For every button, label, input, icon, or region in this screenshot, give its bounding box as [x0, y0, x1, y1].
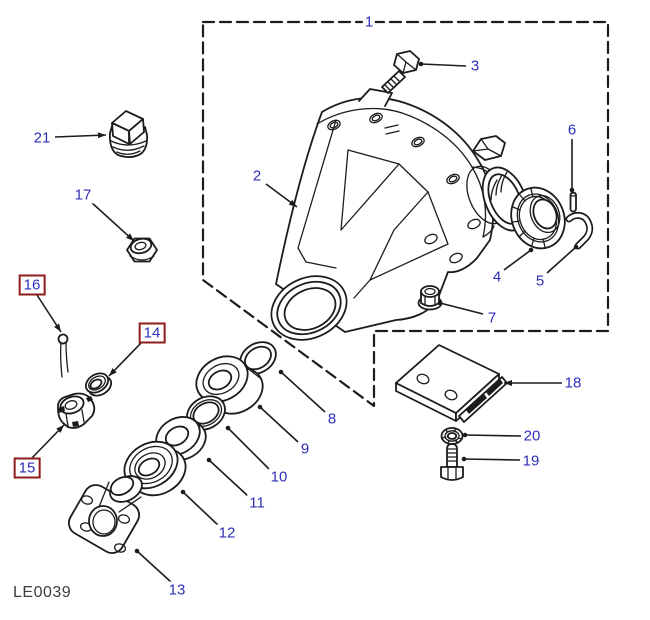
part-21-callout[interactable]: 21 [31, 129, 53, 147]
part-14-leader-arrow [109, 368, 117, 376]
part-8-callout[interactable]: 8 [325, 410, 339, 428]
part-20-leader-dot [462, 432, 468, 438]
part-17-leader-line [90, 201, 135, 242]
part-19-bolt-drawing [440, 443, 464, 481]
part-15-leader-arrow [56, 425, 64, 433]
part-4-leader-line [503, 249, 532, 271]
part-21-leader-arrow [97, 132, 106, 139]
part-9-leader-line [259, 406, 299, 443]
part-16-callout[interactable]: 16 [18, 274, 46, 296]
part-4-leader-dot [528, 247, 534, 253]
part-19-leader-dot [461, 456, 467, 462]
part-10-leader-dot [225, 425, 231, 431]
part-3-leader-dot [418, 61, 424, 67]
part-6-leader-dot [569, 187, 575, 193]
part-7-leader-dot [437, 300, 443, 306]
part-18-bracket-drawing [395, 344, 508, 423]
part-7-callout[interactable]: 7 [485, 309, 499, 327]
part-3-leader-line [420, 63, 467, 67]
part-5-leader-line [546, 246, 577, 274]
part-18-callout[interactable]: 18 [562, 374, 584, 392]
part-12-leader-line [182, 491, 220, 527]
part-13-leader-line [136, 550, 172, 583]
part-2-callout[interactable]: 2 [250, 167, 264, 185]
part-10-leader-line [227, 427, 271, 471]
part-20-leader-line [464, 434, 522, 437]
assembly-1-boundary-dashed-box [201, 20, 610, 408]
part-15-castle-nut-drawing [56, 392, 96, 429]
part-15-callout[interactable]: 15 [13, 457, 41, 479]
part-9-callout[interactable]: 9 [298, 440, 312, 458]
part-9-bearing-drawing [195, 355, 264, 415]
part-17-callout[interactable]: 17 [72, 186, 94, 204]
part-19-leader-line [463, 458, 521, 461]
part-14-callout[interactable]: 14 [138, 322, 166, 344]
part-8-leader-line [280, 371, 326, 413]
part-20-callout[interactable]: 20 [521, 427, 543, 445]
part-11-leader-line [208, 459, 249, 497]
part-13-drive-flange-drawing [68, 475, 143, 554]
part-11-washer-drawing [155, 416, 207, 461]
part-16-leader-arrow [54, 323, 61, 332]
part-3-callout[interactable]: 3 [468, 57, 482, 75]
part-9-leader-dot [257, 404, 263, 410]
part-17-lock-nut-drawing [126, 237, 158, 263]
part-11-callout[interactable]: 11 [247, 494, 267, 512]
part-21-drain-plug-drawing [109, 110, 149, 158]
part-12-callout[interactable]: 12 [216, 524, 238, 542]
part-17-leader-arrow [126, 233, 134, 241]
part-8-seal-ring-drawing [239, 341, 277, 375]
part-5-callout[interactable]: 5 [533, 272, 547, 290]
part-5-clip-drawing [565, 211, 594, 250]
part-4-bearing-drawing [510, 186, 566, 250]
part-1-callout[interactable]: 1 [362, 13, 376, 31]
part-8-leader-dot [278, 369, 284, 375]
part-5-leader-dot [573, 244, 579, 250]
part-16-cotter-pin-drawing [57, 333, 69, 378]
part-6-pin-drawing [569, 191, 577, 213]
part-6-callout[interactable]: 6 [565, 121, 579, 139]
part-3-bolt-drawing [381, 50, 420, 94]
part-10-callout[interactable]: 10 [268, 468, 290, 486]
part-7-nut-drawing [417, 285, 443, 311]
part-7-leader-line [439, 302, 484, 315]
part-2-leader-arrow [288, 199, 297, 207]
part-12-leader-dot [180, 489, 186, 495]
part-13-leader-dot [134, 548, 140, 554]
part-13-callout[interactable]: 13 [166, 581, 188, 599]
part-14-washer-drawing [84, 372, 113, 397]
part-4-callout[interactable]: 4 [490, 268, 504, 286]
part-21-leader-line [54, 134, 107, 138]
part-18-leader-arrow [504, 380, 512, 386]
diagram-code: LE0039 [13, 584, 72, 601]
part-11-leader-dot [206, 457, 212, 463]
part-19-callout[interactable]: 19 [520, 452, 542, 470]
